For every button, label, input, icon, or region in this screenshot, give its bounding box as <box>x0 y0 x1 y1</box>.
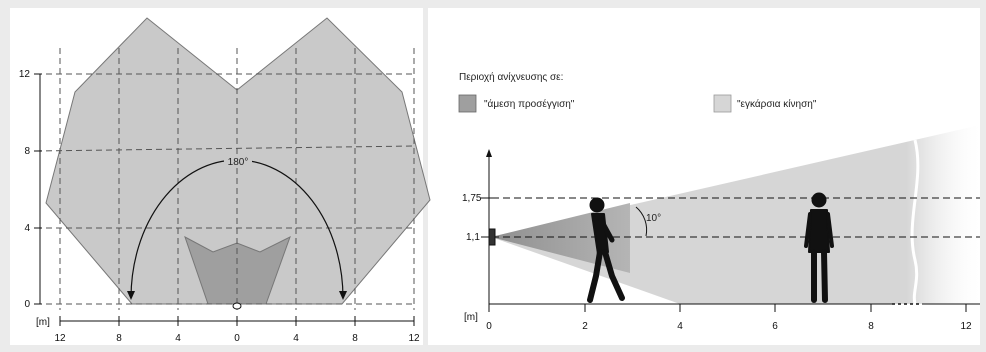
x-tick-label: 0 <box>486 321 492 332</box>
x-tick-label: 0 <box>234 333 240 344</box>
grid-horizontal-lines <box>35 73 417 305</box>
angle-arc-10 <box>635 206 648 237</box>
y-tick-label: 1,75 <box>462 193 482 204</box>
top-view-diagram: 12 8 4 0 [m] 12 8 4 0 4 8 12 180° <box>19 17 431 344</box>
unit-label-right: [m] <box>464 312 478 323</box>
x-tick-label: 8 <box>868 321 874 332</box>
y-tick-label: 0 <box>24 299 30 310</box>
walking-person-icon <box>587 197 625 303</box>
standing-person-icon <box>804 192 834 303</box>
y-tick-label: 4 <box>24 223 30 234</box>
x-tick-label: 4 <box>677 321 683 332</box>
y-tick-label: 1,1 <box>466 232 480 243</box>
grid-vertical-lines <box>59 48 415 310</box>
legend-swatch-transverse <box>713 94 732 113</box>
distance-break-mark <box>910 139 920 305</box>
x-tick-label: 6 <box>772 321 778 332</box>
x-tick-label: 8 <box>352 333 358 344</box>
x-tick-label: 2 <box>582 321 588 332</box>
x-tick-label: 12 <box>408 333 420 344</box>
x-tick-label: 12 <box>960 321 972 332</box>
legend-label-approach: "άμεση προσέγγιση" <box>484 98 575 110</box>
angle-label-180: 180° <box>228 157 249 168</box>
y-tick-label: 8 <box>24 146 30 157</box>
arc-arrowhead-left <box>127 291 135 300</box>
sensor-icon-side <box>488 228 496 246</box>
legend-label-transverse: "εγκάρσια κίνηση" <box>737 98 817 110</box>
unit-label-left: [m] <box>36 317 50 328</box>
angle-label-10: 10° <box>646 213 661 224</box>
arc-arrowhead-right <box>339 291 347 300</box>
y-tick-label: 12 <box>19 69 31 80</box>
legend-swatch-approach <box>458 94 477 113</box>
x-tick-label: 12 <box>54 333 66 344</box>
x-tick-label: 4 <box>175 333 181 344</box>
sensor-icon <box>232 302 242 310</box>
legend-title: Περιοχή ανίχνευσης σε: <box>459 71 563 83</box>
x-tick-label: 4 <box>293 333 299 344</box>
side-view-diagram: Περιοχή ανίχνευσης σε: "άμεση προσέγγιση… <box>458 71 980 332</box>
x-tick-label: 8 <box>116 333 122 344</box>
y-axis-arrow <box>486 149 492 157</box>
